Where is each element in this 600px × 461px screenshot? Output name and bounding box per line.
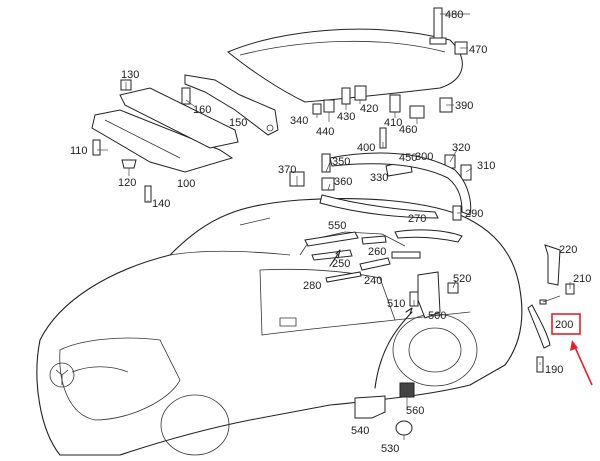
highlight-arrow xyxy=(570,340,593,386)
roof-frame-bracket xyxy=(91,87,239,173)
callout-410: 410 xyxy=(384,117,402,129)
callout-450: 450 xyxy=(399,152,417,164)
callout-340: 340 xyxy=(290,115,308,127)
callout-520: 520 xyxy=(453,273,471,285)
callout-550: 550 xyxy=(328,220,346,232)
callout-420: 420 xyxy=(360,103,378,115)
highlight-box xyxy=(551,313,581,335)
callout-370: 370 xyxy=(278,164,296,176)
callout-350: 350 xyxy=(332,156,350,168)
callout-460: 460 xyxy=(399,124,417,136)
callout-510: 510 xyxy=(387,298,405,310)
callout-100: 100 xyxy=(177,178,195,190)
callout-290: 290 xyxy=(465,208,483,220)
callout-400: 400 xyxy=(357,142,375,154)
callout-labels: 480 470 130 160 150 340 440 430 420 410 … xyxy=(70,9,591,455)
callout-190: 190 xyxy=(545,364,563,376)
callout-250: 250 xyxy=(332,258,350,270)
callout-130: 130 xyxy=(121,69,139,81)
callout-300: 300 xyxy=(415,151,433,163)
soft-top-roof xyxy=(227,28,463,103)
callout-530: 530 xyxy=(381,443,399,455)
callout-360: 360 xyxy=(334,176,352,188)
callout-200-highlighted: 200 xyxy=(555,319,573,331)
callout-480: 480 xyxy=(445,9,463,21)
callout-150: 150 xyxy=(229,117,247,129)
callout-240: 240 xyxy=(364,275,382,287)
callout-270: 270 xyxy=(408,213,426,225)
brackets-and-covers xyxy=(354,244,561,436)
callout-120: 120 xyxy=(118,177,136,189)
callout-430: 430 xyxy=(337,111,355,123)
callout-280: 280 xyxy=(303,280,321,292)
hinge-linkage-150 xyxy=(184,74,279,136)
callout-440: 440 xyxy=(316,126,334,138)
callout-210: 210 xyxy=(573,273,591,285)
callout-260: 260 xyxy=(368,246,386,258)
leader-lines xyxy=(97,13,571,440)
callout-320: 320 xyxy=(452,142,470,154)
callout-390: 390 xyxy=(455,100,473,112)
callout-110: 110 xyxy=(70,145,88,157)
callout-470: 470 xyxy=(469,44,487,56)
callout-220: 220 xyxy=(559,244,577,256)
seal-strips xyxy=(304,152,472,283)
callout-560: 560 xyxy=(406,405,424,417)
callout-140: 140 xyxy=(152,198,170,210)
callout-330: 330 xyxy=(370,172,388,184)
callout-160: 160 xyxy=(193,104,211,116)
callout-500: 500 xyxy=(428,310,446,322)
callout-310: 310 xyxy=(477,160,495,172)
callout-540: 540 xyxy=(351,425,369,437)
